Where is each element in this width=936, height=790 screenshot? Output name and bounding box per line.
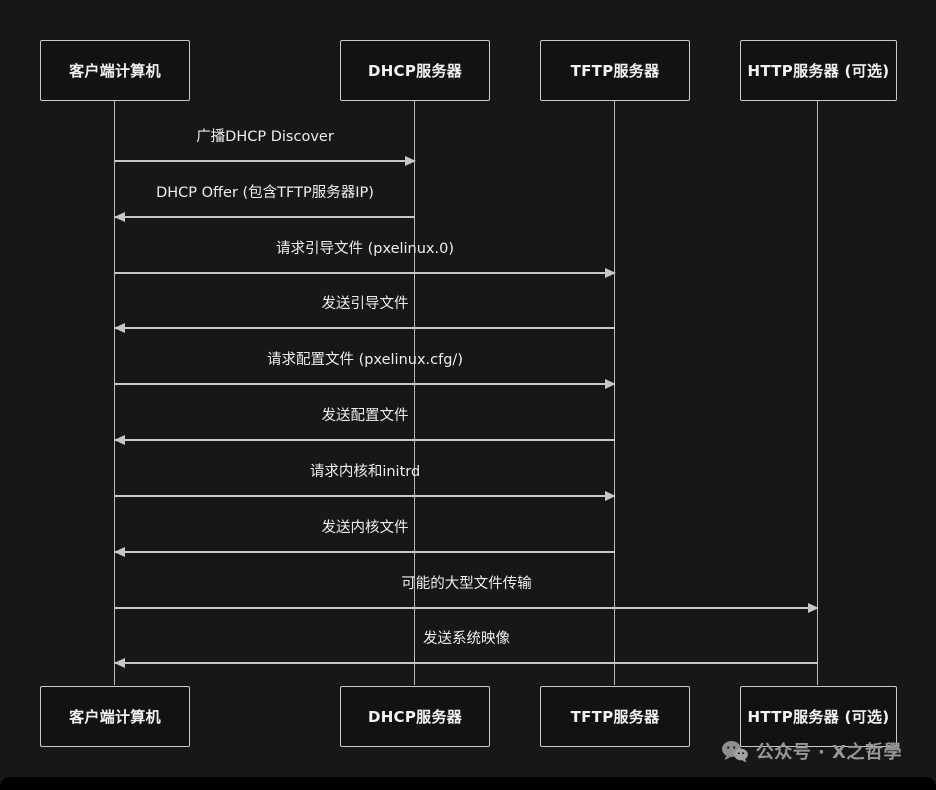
message-label: 发送系统映像 xyxy=(423,631,510,647)
arrow-left-icon xyxy=(114,547,615,556)
participant-dhcp-bottom: DHCP服务器 xyxy=(340,686,490,747)
message-label: 发送配置文件 xyxy=(321,408,409,424)
arrow-right-icon xyxy=(115,603,819,612)
message: 发送内核文件 xyxy=(114,518,615,556)
message: DHCP Offer (包含TFTP服务器IP) xyxy=(114,183,415,221)
participant-client-top: 客户端计算机 xyxy=(40,40,190,101)
message-label: 请求引导文件 (pxelinux.0) xyxy=(275,241,455,257)
message-label: 请求配置文件 (pxelinux.cfg/) xyxy=(267,352,463,368)
arrow-right-icon xyxy=(115,491,616,500)
arrow-left-icon xyxy=(114,658,818,667)
message-label: DHCP Offer (包含TFTP服务器IP) xyxy=(156,185,374,201)
lifeline-http xyxy=(817,101,818,685)
message: 广播DHCP Discover xyxy=(115,127,416,165)
participant-tftp-top: TFTP服务器 xyxy=(540,40,690,101)
participant-dhcp-top: DHCP服务器 xyxy=(340,40,490,101)
participant-client-bottom: 客户端计算机 xyxy=(40,686,190,747)
message: 请求配置文件 (pxelinux.cfg/) xyxy=(115,350,616,388)
message: 发送引导文件 xyxy=(114,294,615,332)
watermark: 公众号 · X之哲學 xyxy=(721,738,902,764)
arrow-left-icon xyxy=(114,435,615,444)
participant-http-top: HTTP服务器 (可选) xyxy=(740,40,897,101)
lifeline-dhcp xyxy=(414,101,415,685)
wechat-icon xyxy=(721,740,748,763)
watermark-text: 公众号 · X之哲學 xyxy=(755,742,902,763)
arrow-right-icon xyxy=(115,268,616,277)
lifeline-tftp xyxy=(614,101,615,685)
lifeline-client xyxy=(114,101,115,685)
message-label: 广播DHCP Discover xyxy=(196,129,334,145)
bottom-bar xyxy=(0,777,936,790)
arrow-left-icon xyxy=(114,323,615,332)
arrow-right-icon xyxy=(115,156,416,165)
message: 发送系统映像 xyxy=(114,629,818,667)
message-label: 发送引导文件 xyxy=(321,296,409,312)
message-label: 可能的大型文件传输 xyxy=(401,576,532,592)
message: 可能的大型文件传输 xyxy=(115,574,819,612)
message: 请求引导文件 (pxelinux.0) xyxy=(115,239,616,277)
message: 请求内核和initrd xyxy=(115,462,616,500)
arrow-right-icon xyxy=(115,379,616,388)
arrow-left-icon xyxy=(114,212,415,221)
message: 发送配置文件 xyxy=(114,406,615,444)
message-label: 发送内核文件 xyxy=(321,520,409,536)
message-label: 请求内核和initrd xyxy=(309,464,421,480)
participant-tftp-bottom: TFTP服务器 xyxy=(540,686,690,747)
participant-http-bottom: HTTP服务器 (可选) xyxy=(740,686,897,747)
